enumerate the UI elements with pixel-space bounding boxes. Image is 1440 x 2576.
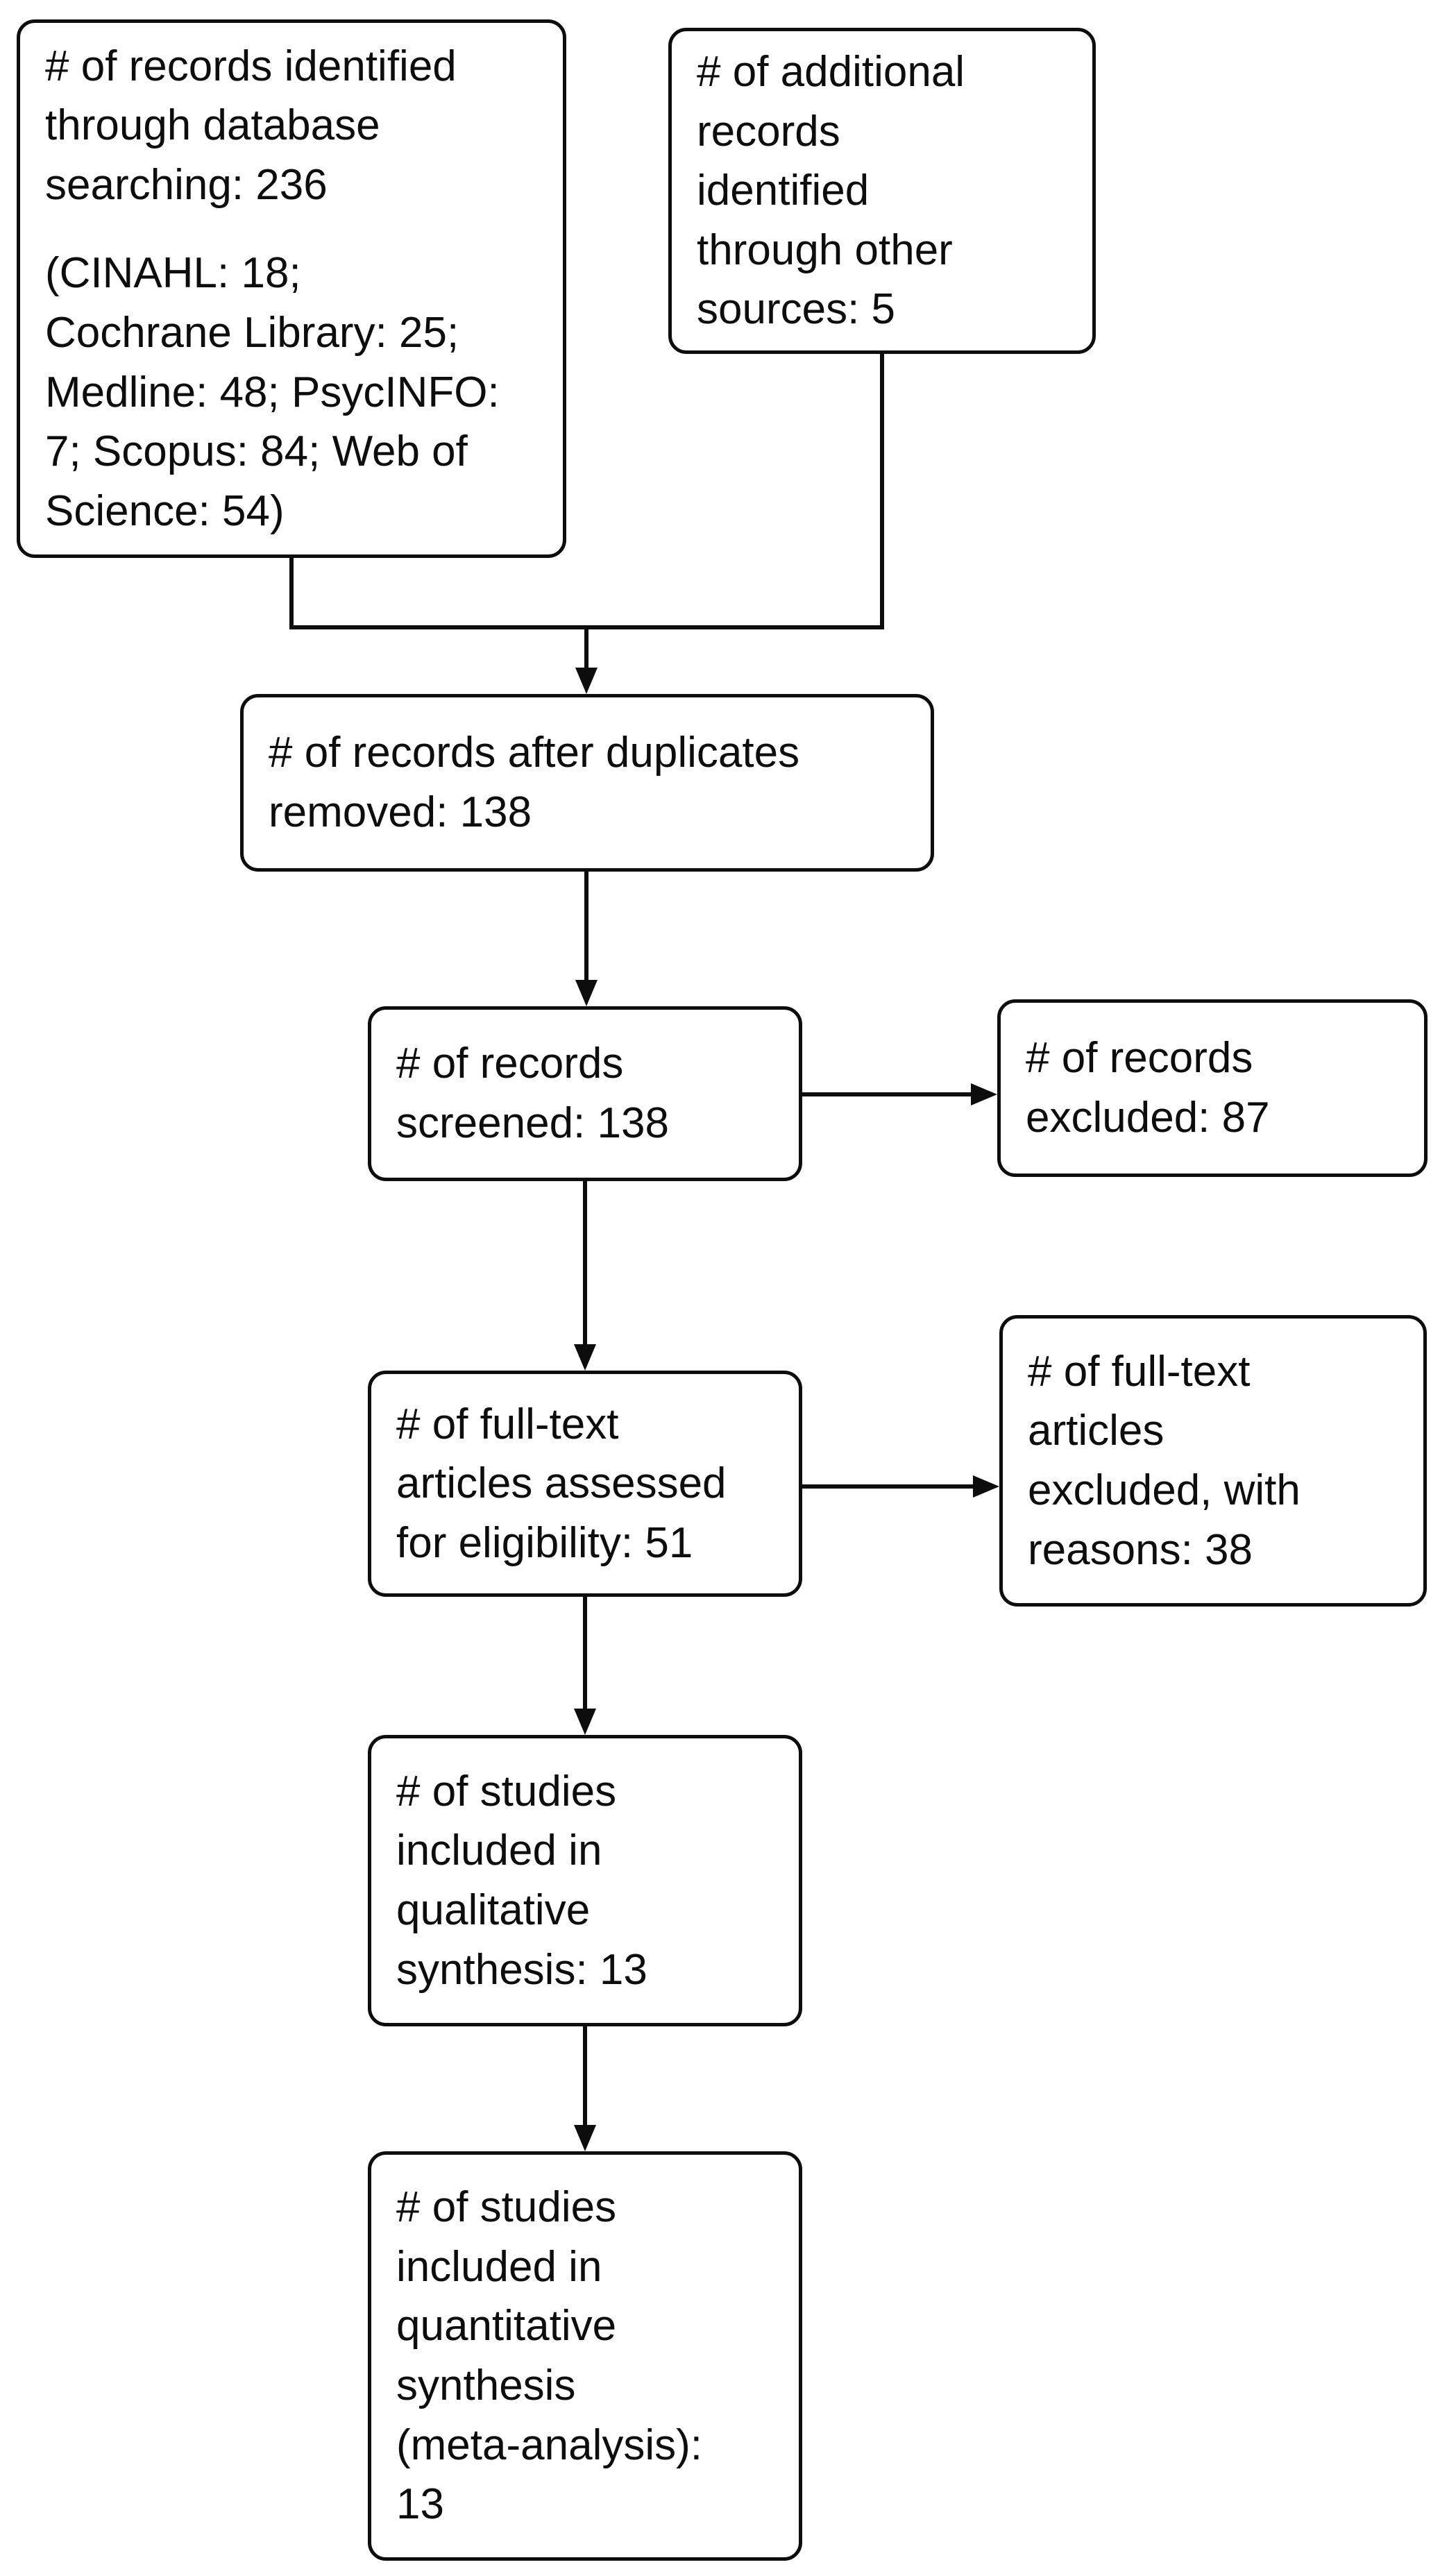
arrowhead-down-icon (574, 2125, 596, 2151)
box-qualitative-synthesis: # of studies included in qualitative syn… (368, 1735, 802, 2026)
connector-additional-down (880, 353, 884, 629)
box-fulltext-assessed: # of full-text articles assessed for eli… (368, 1371, 802, 1597)
box-quantitative-synthesis: # of studies included in quantitative sy… (368, 2151, 802, 2561)
box-records-after-duplicates: # of records after duplicates removed: 1… (240, 694, 934, 872)
box-additional-records-text: # of additional records identified throu… (697, 48, 965, 334)
box-fulltext-excluded-text: # of full-text articles excluded, with r… (1028, 1347, 1301, 1574)
box-qualitative-synthesis-text: # of studies included in qualitative syn… (396, 1767, 647, 1994)
arrowhead-down-icon (575, 980, 598, 1006)
arrowhead-right-icon (973, 1475, 999, 1498)
arrow-screened-to-excluded (801, 1092, 972, 1096)
arrow-screened-to-fulltext (583, 1180, 587, 1346)
box-fulltext-excluded: # of full-text articles excluded, with r… (999, 1315, 1427, 1607)
box-records-identified-text: # of records identified through database… (45, 42, 457, 209)
box-records-excluded: # of records excluded: 87 (997, 999, 1428, 1177)
arrow-qualitative-to-quantitative (583, 2025, 587, 2126)
arrow-deduped-to-screened (584, 870, 588, 981)
arrow-fulltext-to-excluded (801, 1484, 974, 1489)
box-fulltext-assessed-text: # of full-text articles assessed for eli… (396, 1400, 727, 1567)
arrow-fulltext-to-qualitative (583, 1595, 587, 1711)
box-records-after-duplicates-text: # of records after duplicates removed: 1… (269, 729, 800, 836)
arrowhead-right-icon (971, 1083, 997, 1105)
box-records-excluded-text: # of records excluded: 87 (1026, 1034, 1270, 1142)
connector-identified-down (289, 557, 294, 629)
box-records-screened: # of records screened: 138 (368, 1006, 802, 1181)
box-records-identified-detail: (CINAHL: 18; Cochrane Library: 25; Medli… (45, 249, 500, 535)
arrowhead-down-icon (575, 668, 598, 694)
box-quantitative-synthesis-text: # of studies included in quantitative sy… (396, 2183, 702, 2529)
arrow-merge-to-deduped (584, 625, 588, 670)
arrowhead-down-icon (574, 1709, 596, 1735)
arrowhead-down-icon (574, 1344, 596, 1371)
box-records-identified: # of records identified through database… (17, 19, 566, 558)
box-additional-records: # of additional records identified throu… (668, 28, 1096, 354)
box-records-screened-text: # of records screened: 138 (396, 1040, 669, 1147)
